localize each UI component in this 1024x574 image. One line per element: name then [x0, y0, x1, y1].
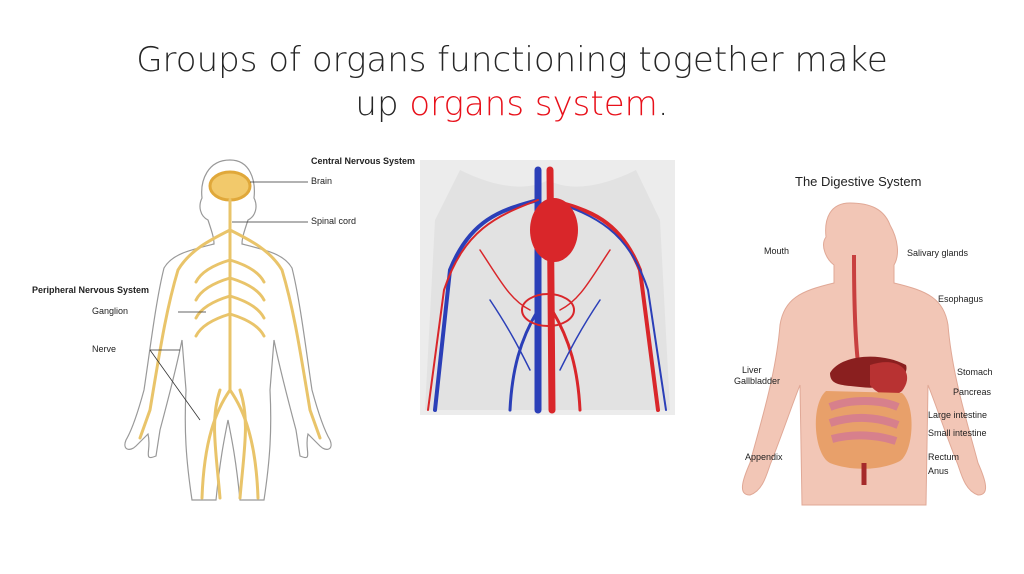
label-liver: Liver	[742, 365, 762, 375]
label-digestive-heading: The Digestive System	[795, 174, 922, 189]
title-highlight: organs system	[409, 84, 658, 124]
label-large-intestine: Large intestine	[928, 410, 988, 420]
label-gallbladder: Gallbladder	[734, 376, 781, 386]
nervous-system-illustration	[124, 159, 332, 501]
label-stomach: Stomach	[957, 367, 993, 377]
label-appendix: Appendix	[745, 452, 783, 462]
label-nerve: Nerve	[92, 344, 117, 354]
label-peripheral-nervous-system: Peripheral Nervous System	[32, 285, 150, 295]
title-line-1: Groups of organs functioning together ma…	[136, 40, 888, 80]
label-central-nervous-system: Central Nervous System	[311, 156, 416, 166]
label-brain: Brain	[311, 176, 333, 186]
title-end: .	[657, 84, 669, 124]
label-ganglion: Ganglion	[92, 306, 129, 316]
label-small-intestine: Small intestine	[928, 428, 987, 438]
title-prefix: up	[355, 84, 410, 124]
label-anus: Anus	[928, 466, 949, 476]
label-rectum: Rectum	[928, 452, 960, 462]
circulatory-system-illustration	[420, 160, 675, 415]
label-esophagus: Esophagus	[938, 294, 984, 304]
label-mouth: Mouth	[764, 246, 790, 256]
slide-title: Groups of organs functioning together ma…	[60, 38, 964, 126]
label-salivary-glands: Salivary glands	[907, 248, 969, 258]
label-pancreas: Pancreas	[953, 387, 992, 397]
digestive-system-illustration	[742, 202, 986, 506]
label-spinal-cord: Spinal cord	[311, 216, 357, 226]
title-line-2: up organs system.	[60, 82, 964, 126]
